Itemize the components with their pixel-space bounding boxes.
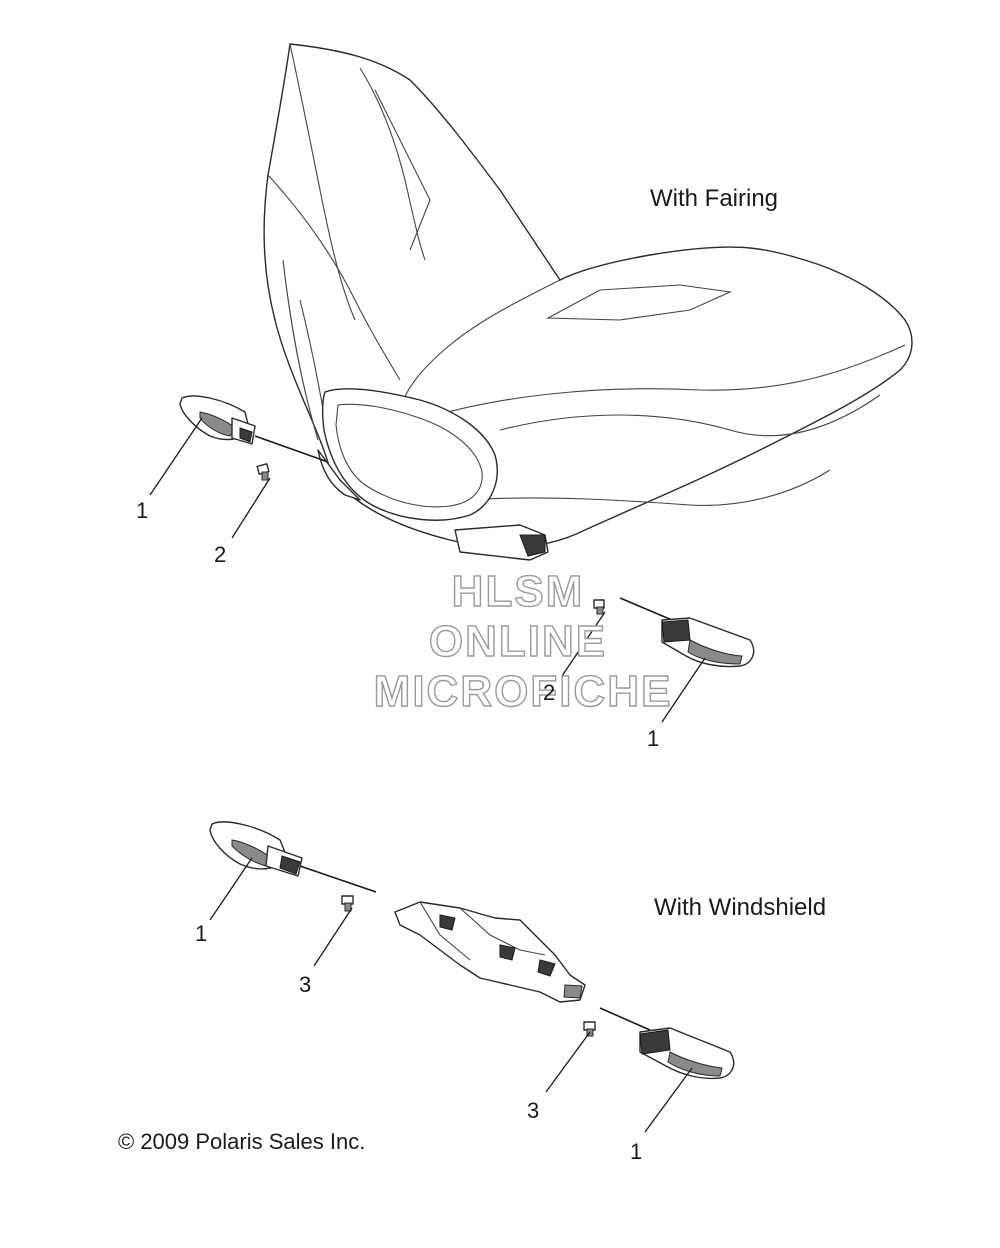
fairing-right-screw (593, 599, 605, 615)
copyright-text: © 2009 Polaris Sales Inc. (118, 1129, 365, 1154)
label-with-windshield: With Windshield (654, 894, 826, 921)
callout-windshield-left-signal: 1 (195, 921, 207, 946)
fairing-assembly (263, 43, 913, 561)
windshield-left-screw (341, 895, 354, 912)
watermark-line-3: MICROFICHE (374, 667, 673, 716)
leader-line (644, 1067, 693, 1133)
windshield-right-screw (583, 1021, 596, 1037)
fairing-bracket-tab (519, 534, 546, 557)
fairing-right-turn-signal (619, 597, 755, 668)
fairing-detail (545, 284, 732, 321)
callout-windshield-left-screw: 3 (299, 972, 311, 997)
callout-windshield-right-signal: 1 (630, 1139, 642, 1164)
fairing-detail (419, 344, 906, 421)
watermark-line-2: ONLINE (429, 617, 607, 666)
callout-fairing-left-signal: 1 (136, 498, 148, 523)
callout-fairing-right-screw: 2 (543, 680, 555, 705)
watermark: HLSM ONLINE MICROFICHE (373, 566, 673, 716)
fairing-detail (469, 469, 831, 506)
callout-fairing-left-screw: 2 (214, 542, 226, 567)
fairing-bracket (454, 524, 549, 561)
fairing-detail (282, 259, 319, 441)
fairing-detail (289, 43, 356, 321)
leader-line (231, 477, 271, 539)
leader-line (209, 857, 253, 921)
callout-windshield-right-screw: 3 (527, 1098, 539, 1123)
callout-fairing-right-signal: 1 (647, 726, 659, 751)
label-with-fairing: With Fairing (650, 185, 778, 212)
leader-line (149, 417, 203, 496)
fairing-detail (359, 67, 426, 261)
leader-line (561, 611, 606, 677)
windshield-left-turn-signal (209, 821, 377, 893)
headlight-opening (321, 388, 498, 521)
fairing-left-turn-signal (179, 395, 329, 463)
fairing-detail (374, 89, 431, 251)
leader-line (545, 1031, 591, 1093)
watermark-line-1: HLSM (452, 567, 585, 616)
headlight-inner (335, 403, 483, 508)
fairing-left-screw (256, 463, 270, 481)
windshield-right-turn-signal (599, 1007, 735, 1080)
leader-line (313, 907, 353, 967)
fairing-detail (267, 174, 401, 381)
windshield-bracket (394, 901, 586, 1003)
fairing-detail (399, 279, 561, 411)
leader-line (661, 657, 706, 723)
fairing-detail (499, 394, 881, 437)
